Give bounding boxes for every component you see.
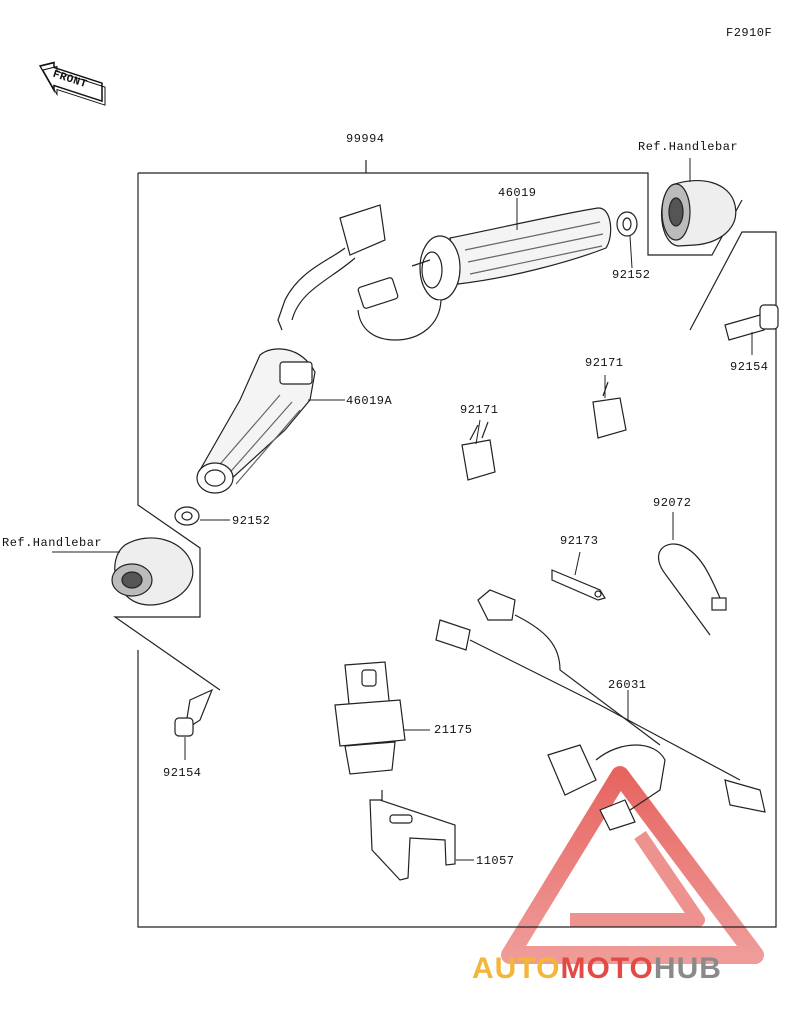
part-label-11057: 11057: [476, 854, 515, 868]
bracket: [369, 790, 456, 881]
tie-band: [658, 543, 727, 636]
part-label-92173: 92173: [560, 534, 599, 548]
part-label-ref-handlebar-left: Ref.Handlebar: [2, 536, 103, 550]
relay: [334, 661, 406, 775]
harness: [435, 589, 766, 831]
handlebar-end-left: [111, 537, 194, 606]
part-label-92154-left: 92154: [163, 766, 202, 780]
watermark-logo: AUTOMOTOHUB: [472, 952, 722, 985]
part-label-92171-a: 92171: [460, 403, 499, 417]
part-label-92152-right: 92152: [612, 268, 651, 282]
bolt-right: [724, 304, 779, 341]
watermark-triangle-icon: [501, 766, 764, 964]
part-label-92154-right: 92154: [730, 360, 769, 374]
part-label-26031: 26031: [608, 678, 647, 692]
part-label-92171-b: 92171: [585, 356, 624, 370]
part-label-99994: 99994: [346, 132, 385, 146]
grip-left: [196, 204, 386, 494]
part-label-92072: 92072: [653, 496, 692, 510]
leader-lines: [52, 158, 753, 861]
part-label-46019a: 46019A: [346, 394, 393, 408]
grip-right: [357, 207, 612, 341]
bolt-left: [174, 688, 214, 737]
handlebar-end-right: [660, 179, 737, 247]
part-label-21175: 21175: [434, 723, 473, 737]
clamp-plate: [551, 569, 606, 601]
clamp-a: [461, 421, 496, 481]
washer-left: [174, 506, 200, 526]
part-label-92152-left: 92152: [232, 514, 271, 528]
clamp-b: [592, 381, 627, 439]
figure-code: F2910F: [726, 26, 773, 40]
washer-right: [616, 211, 638, 237]
front-arrow-icon: [38, 61, 106, 106]
part-label-46019: 46019: [498, 186, 537, 200]
part-label-ref-handlebar-right: Ref.Handlebar: [638, 140, 739, 154]
